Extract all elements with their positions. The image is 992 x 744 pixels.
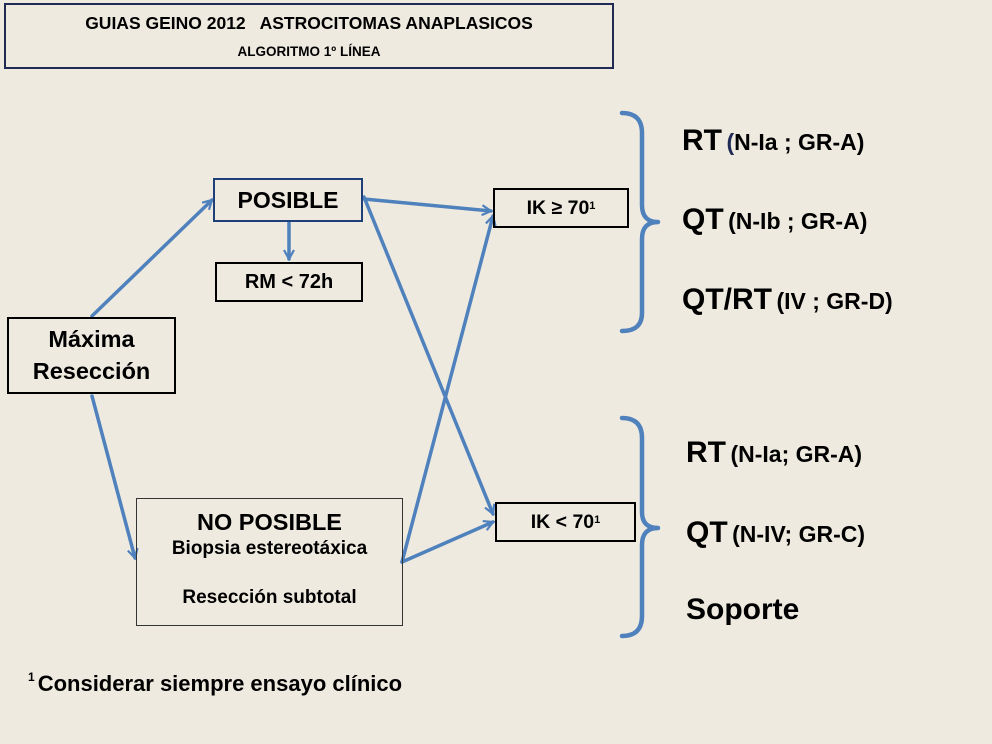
arrow-noposible-to-ik-ge <box>400 216 493 564</box>
arrow-posible-to-ik-lt <box>362 195 493 514</box>
title-box: GUIAS GEINO 2012 ASTROCITOMAS ANAPLASICO… <box>4 3 614 69</box>
no-posible-biopsia: Biopsia estereotáxica <box>171 538 368 559</box>
treatment-top-rt: RT (N-Ia ; GR-A) <box>682 124 864 158</box>
treatment-evidence: (IV ; GR-D) <box>776 288 893 314</box>
ik-lt-footnote-mark: 1 <box>594 514 601 526</box>
treatment-name: QT/RT <box>682 283 772 316</box>
treatment-top-qtrt: QT/RT (IV ; GR-D) <box>682 283 893 317</box>
treatment-top-qt: QT (N-Ib ; GR-A) <box>682 203 867 237</box>
arrow-maxima-to-noposible <box>90 394 135 558</box>
arrow-maxima-to-posible <box>90 198 214 318</box>
maxima-reseccion-box: Máxima Resección <box>7 317 176 394</box>
treatment-name: RT <box>682 124 722 157</box>
treatment-name: QT <box>686 516 728 549</box>
rm-label: RM < 72h <box>244 270 334 293</box>
ik-ge-footnote-mark: 1 <box>589 200 596 212</box>
treatment-name: RT <box>686 436 726 469</box>
arrow-noposible-to-ik-lt <box>400 522 493 564</box>
arrow-posible-to-ik-ge <box>362 197 491 211</box>
title-main: GUIAS GEINO 2012 ASTROCITOMAS ANAPLASICO… <box>85 13 533 33</box>
treatment-name: QT <box>682 203 724 236</box>
treatment-evidence: (N-Ib ; GR-A) <box>728 208 868 234</box>
treatment-evidence: (N-Ia; GR-A) <box>730 441 863 467</box>
ik-ge-label: IK ≥ 70 <box>526 196 590 219</box>
maxima-line2: Resección <box>32 357 151 384</box>
footnote-mark: 1 <box>28 670 35 684</box>
treatment-bottom-soporte: Soporte <box>686 593 799 627</box>
posible-label: POSIBLE <box>237 186 339 213</box>
rm-box: RM < 72h <box>215 262 363 302</box>
no-posible-title: NO POSIBLE <box>197 509 342 535</box>
treatment-bottom-rt: RT (N-Ia; GR-A) <box>686 436 862 470</box>
footnote-text: Considerar siempre ensayo clínico <box>37 671 403 696</box>
brace-top <box>619 110 661 334</box>
treatment-evidence: (N-Ia ; GR-A) <box>726 129 865 155</box>
ik-lt-label: IK < 70 <box>530 510 595 533</box>
title-subtitle: ALGORITMO 1º LÍNEA <box>237 44 381 59</box>
no-posible-reseccion-subtotal: Resección subtotal <box>182 587 357 608</box>
no-posible-box: NO POSIBLE Biopsia estereotáxica Resecci… <box>136 498 403 626</box>
maxima-line1: Máxima <box>48 325 135 352</box>
brace-bottom <box>619 415 661 639</box>
posible-box: POSIBLE <box>213 178 363 222</box>
treatment-bottom-qt: QT (N-IV; GR-C) <box>686 516 865 550</box>
treatment-name: Soporte <box>686 593 800 626</box>
treatment-evidence: (N-IV; GR-C) <box>732 521 865 547</box>
